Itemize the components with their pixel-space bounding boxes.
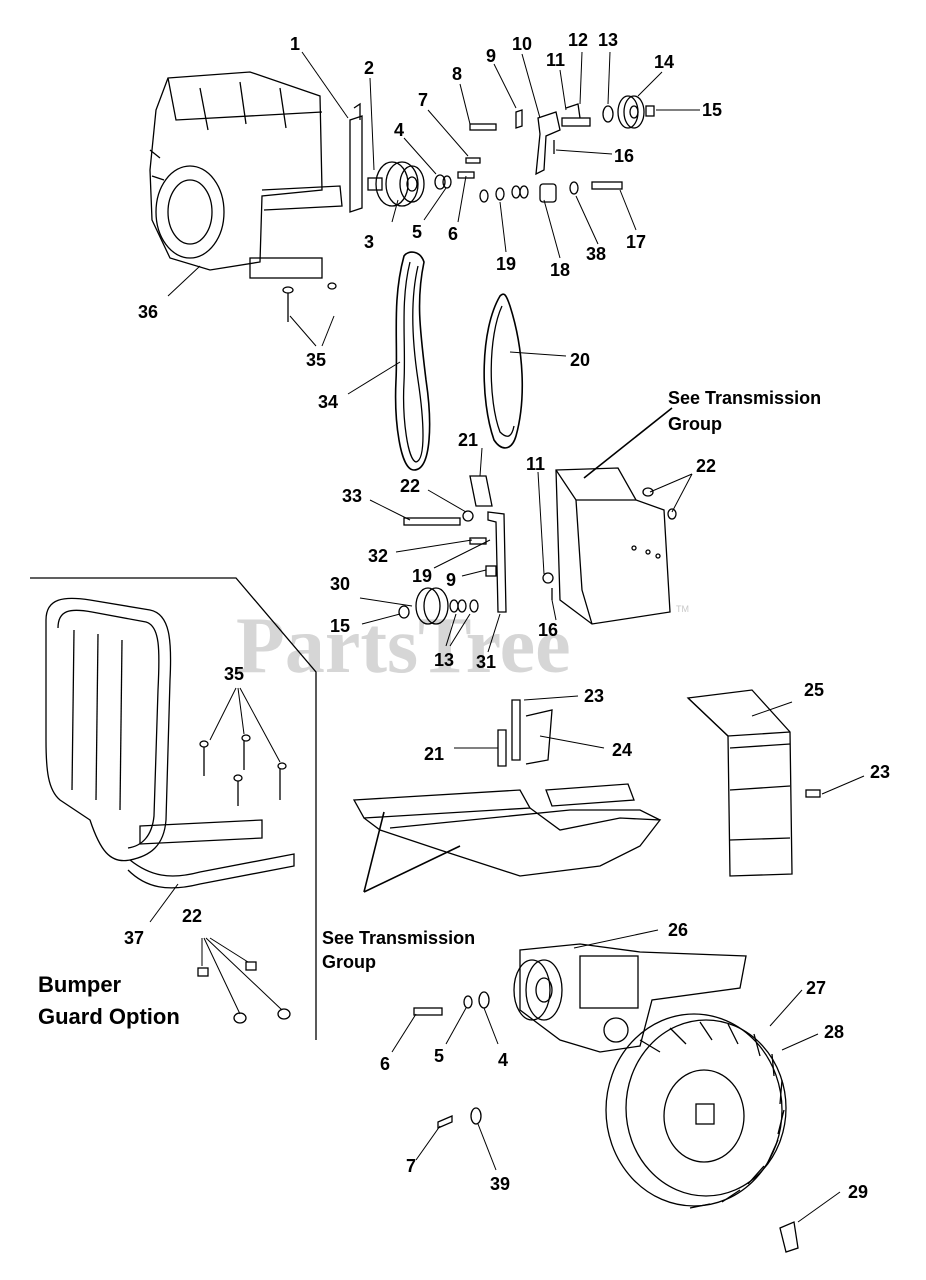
callout-6-axle: 6 bbox=[380, 1054, 390, 1074]
callout-30: 30 bbox=[330, 574, 350, 594]
callout-11-bracket: 11 bbox=[526, 454, 545, 474]
callout-39: 39 bbox=[490, 1174, 510, 1194]
drive-belts bbox=[394, 251, 524, 471]
callout-18: 18 bbox=[550, 260, 570, 280]
bumper-guard-title-line2: Guard Option bbox=[38, 1004, 180, 1029]
engine bbox=[149, 71, 343, 279]
callout-35: 35 bbox=[306, 350, 326, 370]
transmission bbox=[513, 943, 747, 1053]
callout-19-arm: 19 bbox=[412, 566, 432, 586]
callout-13-arm: 13 bbox=[434, 650, 454, 670]
callout-23-shield: 23 bbox=[870, 762, 890, 782]
mounting-plate bbox=[349, 102, 363, 213]
callout-36: 36 bbox=[138, 302, 158, 322]
callout-13: 13 bbox=[598, 30, 618, 50]
callout-4-axle: 4 bbox=[498, 1050, 508, 1070]
bumper-guard bbox=[30, 577, 317, 1040]
washers-key bbox=[434, 157, 481, 190]
callout-12: 12 bbox=[568, 30, 588, 50]
idler-arm-assembly bbox=[398, 475, 554, 625]
callout-9: 9 bbox=[486, 46, 496, 66]
transmission-bracket bbox=[555, 467, 677, 625]
wheel-tire bbox=[605, 1013, 787, 1209]
callout-22-bracket: 22 bbox=[696, 456, 716, 476]
spacers-bolt bbox=[479, 181, 623, 203]
callout-28: 28 bbox=[824, 1022, 844, 1042]
callout-27: 27 bbox=[806, 978, 826, 998]
callout-4: 4 bbox=[394, 120, 404, 140]
callout-22: 22 bbox=[400, 476, 420, 496]
callout-22-bumper: 22 bbox=[182, 906, 202, 926]
callout-16-bracket: 16 bbox=[538, 620, 558, 640]
callout-9-arm: 9 bbox=[446, 570, 456, 590]
callout-11: 11 bbox=[546, 50, 565, 70]
callout-1: 1 bbox=[290, 34, 300, 54]
see-transmission-note-top-line1: See Transmission bbox=[668, 388, 821, 408]
callout-24: 24 bbox=[612, 740, 632, 760]
notes: See Transmission Group See Transmission … bbox=[38, 388, 821, 1029]
callout-8: 8 bbox=[452, 64, 462, 84]
callout-31: 31 bbox=[476, 652, 496, 672]
callout-2: 2 bbox=[364, 58, 374, 78]
callout-7: 7 bbox=[418, 90, 428, 110]
callout-15: 15 bbox=[702, 100, 722, 120]
callout-3: 3 bbox=[364, 232, 374, 252]
axle-hardware bbox=[413, 991, 799, 1253]
callout-29: 29 bbox=[848, 1182, 868, 1202]
callout-21-frame: 21 bbox=[424, 744, 444, 764]
callout-5: 5 bbox=[412, 222, 422, 242]
watermark-tm: TM bbox=[676, 604, 689, 614]
callout-37: 37 bbox=[124, 928, 144, 948]
callout-23: 23 bbox=[584, 686, 604, 706]
callout-15-arm: 15 bbox=[330, 616, 350, 636]
watermark: PartsTree bbox=[236, 602, 571, 690]
callout-10: 10 bbox=[512, 34, 532, 54]
callout-19: 19 bbox=[496, 254, 516, 274]
callout-17: 17 bbox=[626, 232, 646, 252]
rear-shield bbox=[686, 689, 821, 877]
callout-7-axle: 7 bbox=[406, 1156, 416, 1176]
engine-bolts bbox=[282, 282, 337, 322]
callout-35-bumper: 35 bbox=[224, 664, 244, 684]
callout-21: 21 bbox=[458, 430, 478, 450]
callout-34: 34 bbox=[318, 392, 338, 412]
callout-33: 33 bbox=[342, 486, 362, 506]
idler-pulley bbox=[602, 95, 655, 129]
callout-16: 16 bbox=[614, 146, 634, 166]
callout-32: 32 bbox=[368, 546, 388, 566]
callout-labels: 1 2 3 4 5 6 7 8 9 10 11 12 13 14 15 16 1… bbox=[124, 30, 890, 1202]
frame-rails bbox=[352, 699, 662, 877]
see-transmission-note-top-line2: Group bbox=[668, 414, 722, 434]
callout-25: 25 bbox=[804, 680, 824, 700]
callout-20: 20 bbox=[570, 350, 590, 370]
callout-26: 26 bbox=[668, 920, 688, 940]
leader-lines bbox=[149, 51, 865, 1223]
callout-6: 6 bbox=[448, 224, 458, 244]
callout-5-axle: 5 bbox=[434, 1046, 444, 1066]
callout-14: 14 bbox=[654, 52, 674, 72]
see-transmission-note-bottom-line1: See Transmission bbox=[322, 928, 475, 948]
idler-bracket bbox=[469, 103, 591, 176]
engine-pulley bbox=[367, 161, 425, 207]
bumper-guard-title-line1: Bumper bbox=[38, 972, 122, 997]
see-transmission-note-bottom-line2: Group bbox=[322, 952, 376, 972]
callout-38: 38 bbox=[586, 244, 606, 264]
